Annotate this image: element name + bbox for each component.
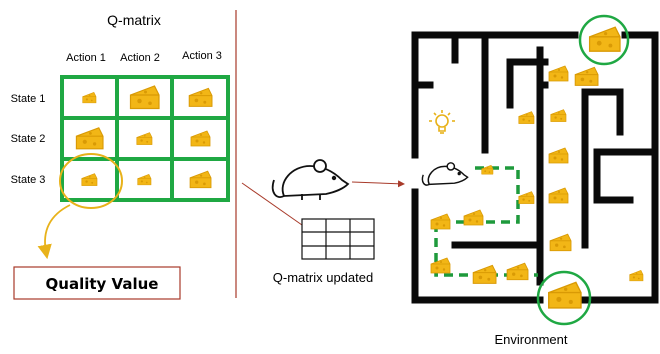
maze-cheese-icon-14 (472, 264, 497, 284)
maze-mouse-icon (421, 162, 469, 186)
maze-cheese-icon-6 (548, 147, 569, 164)
connector-line (241, 182, 303, 226)
environment-label: Environment (495, 332, 568, 347)
maze-cheese-icon-3 (548, 65, 569, 82)
cheese-icon-s3-a2 (137, 174, 152, 186)
maze-cheese-icon-13 (430, 257, 451, 274)
maze-cheese-icon-2 (574, 66, 599, 87)
cheese-icon-s2-a2 (136, 132, 153, 146)
action-1-header: Action 1 (66, 52, 106, 64)
cheese-icon-s2-a1 (75, 127, 104, 150)
cheese-icon-s3-a3 (189, 170, 212, 189)
goal-circle-top (578, 14, 630, 66)
maze-cheese-icon-10 (430, 213, 451, 230)
quality-value-box (13, 266, 181, 300)
qmatrix-title: Q-matrix (107, 12, 161, 28)
grid-table-icon (301, 218, 375, 260)
maze-walls (411, 31, 659, 304)
cheese-icon-s1-a1 (82, 92, 97, 104)
qmatrix-grid (60, 75, 230, 202)
maze-cheese-icon-8 (518, 191, 535, 205)
qmatrix-cheeses (75, 85, 213, 189)
update-caption: Q-matrix updated (273, 270, 373, 285)
highlight-ring (59, 153, 123, 209)
lightbulb-icon (429, 110, 455, 134)
state-3-label: State 3 (11, 174, 46, 186)
cheese-icon-s2-a3 (190, 130, 211, 147)
cheese-icon-s1-a3 (188, 87, 213, 108)
maze-cheese-icon-5 (550, 109, 567, 122)
maze-cheese-icon-4 (518, 111, 535, 124)
goal-circle-bottom (536, 270, 592, 326)
cheese-icon-s1-a2 (129, 85, 160, 110)
state-2-label: State 2 (11, 133, 46, 145)
mouse-icon (271, 159, 350, 200)
update-arrow (351, 180, 405, 188)
cheese-icon-s3-a1 (81, 173, 98, 187)
quality-value-label: Quality Value (46, 275, 159, 293)
maze-cheese-icon-16 (547, 281, 582, 309)
maze-cheese-icon-11 (463, 209, 484, 226)
maze-cheese-icon-17 (629, 270, 644, 282)
maze-cheese-icon-7 (548, 187, 569, 204)
quality-arrow (37, 204, 71, 260)
state-1-label: State 1 (11, 93, 46, 105)
maze-cheese-icon-15 (506, 262, 529, 281)
maze-cheese-icon-12 (549, 233, 572, 252)
action-2-header: Action 2 (120, 52, 160, 64)
action-3-header: Action 3 (182, 50, 222, 62)
maze-cheese-icon-1 (588, 26, 621, 53)
